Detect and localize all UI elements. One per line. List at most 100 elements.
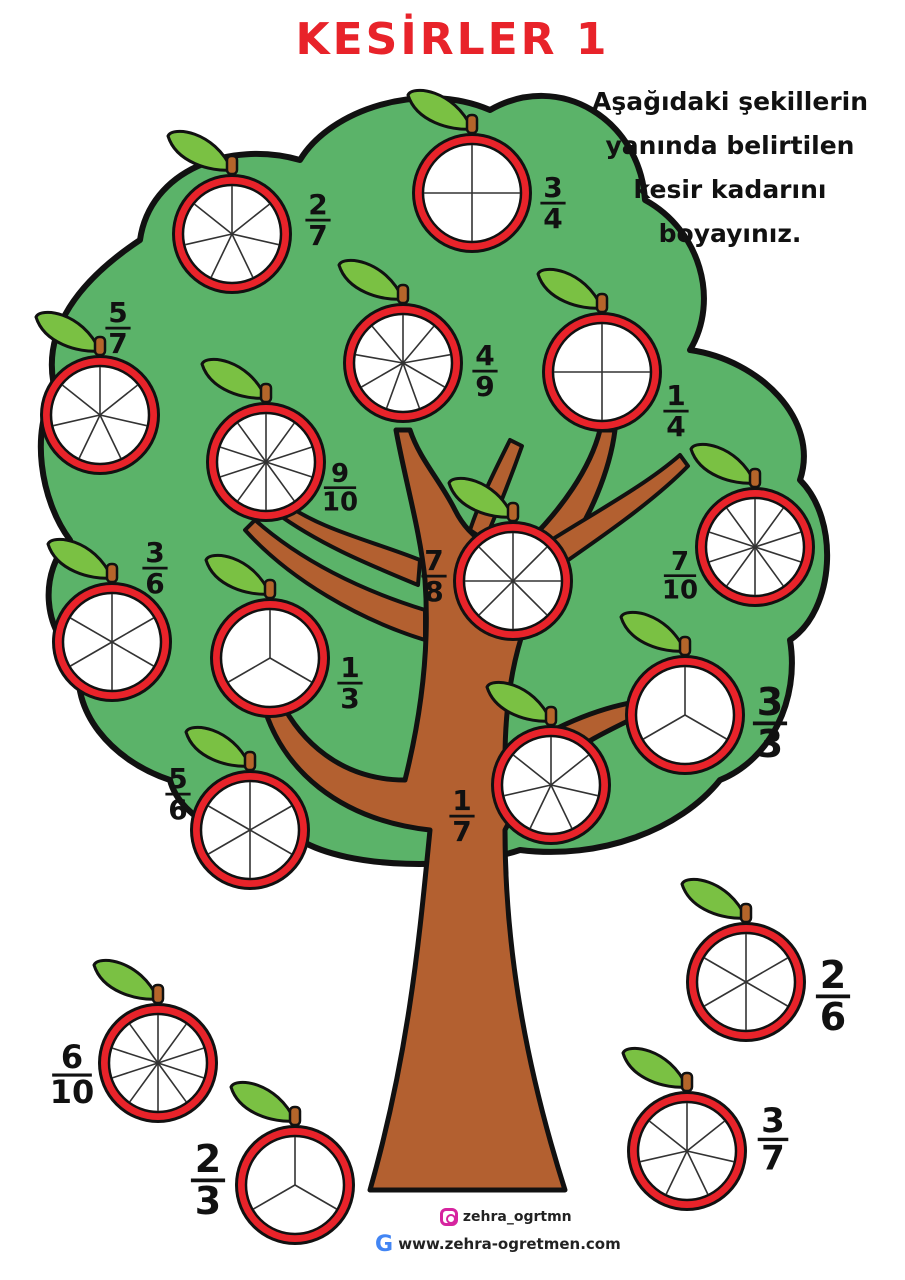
- slice-line: [220, 461, 267, 478]
- slice-line: [129, 1062, 159, 1103]
- slice-line: [157, 1062, 187, 1103]
- slice-line: [111, 641, 154, 667]
- fraction-denominator: 4: [666, 410, 685, 443]
- fraction-label: 57: [105, 296, 131, 360]
- fraction-label: 37: [757, 1101, 789, 1178]
- slice-line: [253, 1184, 296, 1210]
- fraction-numerator: 1: [452, 784, 471, 817]
- fraction-numerator: 6: [61, 1038, 83, 1076]
- fraction-denominator: 6: [820, 995, 846, 1039]
- apple[interactable]: [200, 357, 326, 522]
- left-branch: [243, 518, 427, 642]
- slice-line: [208, 805, 251, 831]
- stem-icon: [680, 1071, 694, 1093]
- leaf-icon: [184, 725, 253, 768]
- fraction-label: 34: [540, 171, 566, 235]
- instruction-text: Aşağıdaki şekillerin yanında belirtilen …: [575, 80, 885, 256]
- slice-line: [684, 714, 727, 740]
- fraction-denominator: 3: [757, 722, 783, 766]
- fraction-numerator: 5: [108, 296, 127, 329]
- fraction-numerator: 5: [168, 762, 187, 795]
- fraction-label: 78: [421, 544, 447, 608]
- slice-line: [157, 1047, 204, 1064]
- apple[interactable]: [229, 1080, 355, 1245]
- leaf-icon: [621, 1046, 690, 1089]
- website-url: www.zehra-ogretmen.com: [398, 1235, 621, 1253]
- google-icon: G: [375, 1232, 394, 1257]
- slice-line: [157, 1023, 187, 1064]
- stem-icon: [748, 467, 762, 489]
- slice-line: [402, 325, 435, 364]
- slice-line: [61, 384, 101, 416]
- slice-line: [709, 531, 756, 548]
- slice-line: [265, 446, 312, 463]
- slice-line: [237, 461, 267, 502]
- apple[interactable]: [536, 267, 662, 432]
- fraction-numerator: 9: [331, 459, 349, 489]
- fraction-numerator: 7: [424, 544, 443, 577]
- fraction-denominator: 7: [308, 219, 327, 252]
- slice-line: [704, 981, 747, 1007]
- apple[interactable]: [447, 476, 573, 641]
- stem-icon: [225, 154, 239, 176]
- stem-icon: [288, 1105, 302, 1127]
- slice-line: [686, 1120, 726, 1152]
- fraction-numerator: 2: [820, 953, 846, 997]
- slice-line: [265, 461, 312, 478]
- slice-line: [529, 784, 552, 829]
- slice-line: [550, 754, 590, 786]
- slice-line: [112, 1062, 159, 1079]
- slice-line: [745, 981, 788, 1007]
- slice-line: [210, 233, 233, 278]
- apple[interactable]: [406, 88, 532, 253]
- instruction-line: yanında belirtilen: [605, 131, 855, 160]
- slice-line: [371, 325, 404, 364]
- slice-line: [294, 1184, 337, 1210]
- apple[interactable]: [184, 725, 310, 890]
- apple[interactable]: [166, 129, 292, 294]
- apple[interactable]: [34, 310, 160, 475]
- fraction-label: 13: [337, 651, 363, 715]
- slice-line: [665, 1150, 688, 1195]
- fraction-numerator: 3: [761, 1101, 785, 1141]
- apple[interactable]: [680, 877, 806, 1042]
- stem-icon: [396, 283, 410, 305]
- apple[interactable]: [485, 680, 611, 845]
- leaf-icon: [536, 267, 605, 310]
- fraction-label: 14: [663, 379, 689, 443]
- fraction-numerator: 3: [145, 536, 164, 569]
- instruction-line: boyayınız.: [658, 219, 802, 248]
- slice-line: [704, 957, 747, 983]
- slice-line: [504, 784, 552, 797]
- fraction-denominator: 10: [50, 1073, 95, 1111]
- slice-line: [70, 617, 113, 643]
- slice-line: [237, 422, 267, 463]
- slice-line: [53, 414, 101, 427]
- instagram-handle: zehra_ogrtmn: [462, 1209, 572, 1225]
- stem-icon: [544, 705, 558, 727]
- apple[interactable]: [619, 610, 745, 775]
- slice-line: [193, 203, 233, 235]
- apple[interactable]: [689, 442, 815, 607]
- apple[interactable]: [92, 958, 218, 1123]
- fraction-label: 36: [142, 536, 168, 600]
- slice-line: [231, 233, 254, 278]
- slice-line: [754, 531, 801, 548]
- leaf-icon: [619, 610, 688, 653]
- slice-line: [726, 546, 756, 587]
- apple[interactable]: [46, 537, 172, 702]
- fraction-label: 17: [449, 784, 475, 848]
- stem-icon: [93, 335, 107, 357]
- page-title: KESİRLER 1: [295, 14, 610, 65]
- stem-icon: [243, 750, 257, 772]
- slice-line: [157, 1062, 204, 1079]
- slice-line: [754, 507, 784, 548]
- slice-line: [754, 546, 801, 563]
- apple[interactable]: [337, 258, 463, 423]
- slice-line: [70, 641, 113, 667]
- apple[interactable]: [621, 1046, 747, 1211]
- fraction-numerator: 3: [543, 171, 562, 204]
- apple[interactable]: [204, 553, 330, 718]
